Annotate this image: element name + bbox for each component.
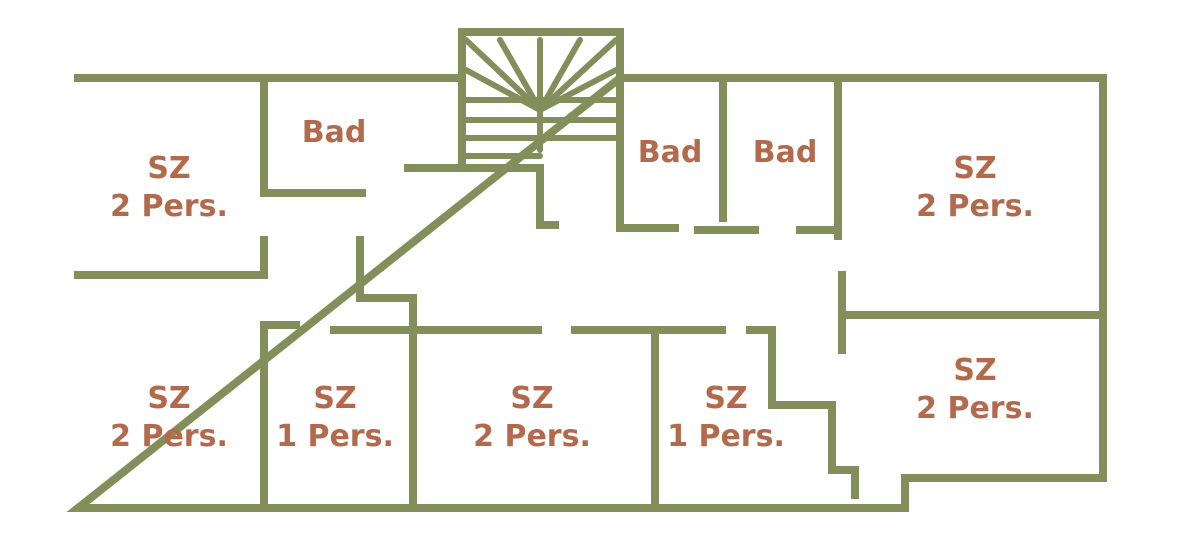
room-label-sz-s3: SZ 1 Pers.: [667, 380, 785, 456]
wall: [404, 164, 559, 229]
room-label-sz-sw: SZ 2 Pers.: [110, 380, 228, 456]
room-capacity: 1 Pers.: [276, 419, 394, 454]
wall: [458, 28, 679, 232]
room-type: SZ: [147, 381, 191, 416]
wall: [356, 236, 417, 332]
room-type: Bad: [637, 135, 703, 170]
room-type: Bad: [752, 135, 818, 170]
room-label-bad-3: Bad: [753, 134, 818, 172]
outer-wall: [66, 74, 1107, 512]
stair-step: [463, 67, 543, 113]
room-label-bad-2: Bad: [638, 134, 703, 172]
walls: [66, 28, 1107, 512]
room-type: SZ: [147, 151, 191, 186]
room-label-sz-s2: SZ 2 Pers.: [473, 380, 591, 456]
room-label-bad-1: Bad: [302, 114, 367, 152]
wall: [838, 271, 1107, 354]
room-label-sz-s1: SZ 1 Pers.: [276, 380, 394, 456]
room-capacity: 2 Pers.: [110, 189, 228, 224]
wall: [768, 326, 859, 499]
stair-step: [537, 37, 619, 113]
room-capacity: 2 Pers.: [916, 189, 1034, 224]
room-label-sz-ne: SZ 2 Pers.: [916, 150, 1034, 226]
stair-step: [463, 37, 543, 113]
room-capacity: 2 Pers.: [110, 419, 228, 454]
room-capacity: 2 Pers.: [473, 419, 591, 454]
staircase: [463, 37, 619, 159]
room-capacity: 1 Pers.: [667, 419, 785, 454]
room-type: SZ: [704, 381, 748, 416]
room-capacity: 2 Pers.: [916, 391, 1034, 426]
stair-step: [537, 37, 583, 113]
wall: [260, 321, 776, 334]
stair-step: [537, 67, 619, 113]
wall: [694, 74, 839, 234]
room-type: SZ: [953, 151, 997, 186]
room-label-sz-se: SZ 2 Pers.: [916, 352, 1034, 428]
room-type: SZ: [953, 353, 997, 388]
room-type: SZ: [313, 381, 357, 416]
wall: [74, 236, 268, 279]
room-label-sz-nw: SZ 2 Pers.: [110, 150, 228, 226]
stair-step: [497, 37, 543, 113]
room-type: SZ: [510, 381, 554, 416]
wall: [260, 74, 366, 197]
room-type: Bad: [301, 115, 367, 150]
